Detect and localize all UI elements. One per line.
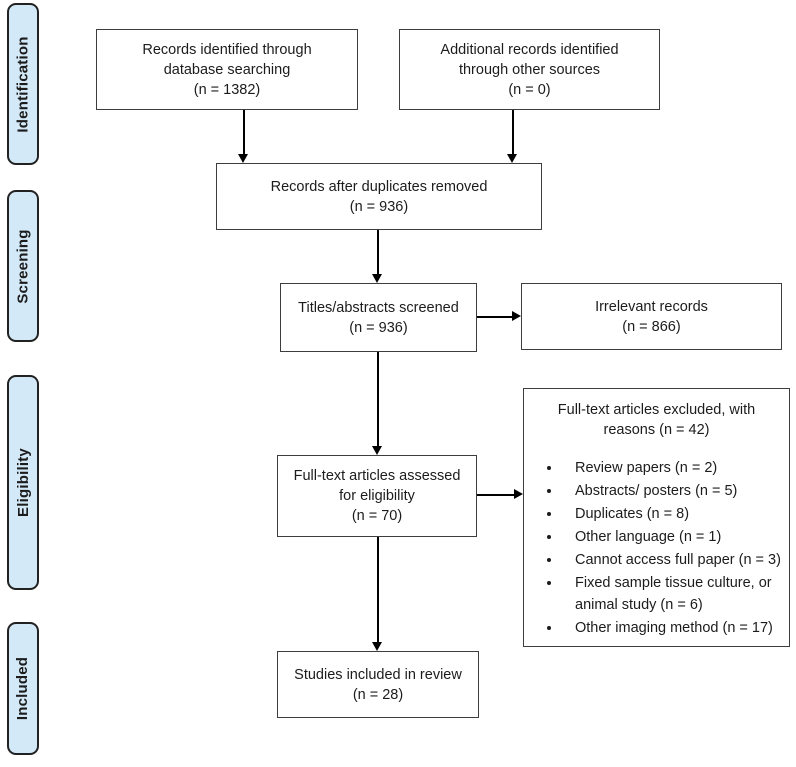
box-titles-screened-text: Titles/abstracts screened (n = 936) <box>298 299 459 336</box>
arrow-line <box>243 110 245 154</box>
arrow-line <box>512 110 514 154</box>
box-additional-records-text: Additional records identified through ot… <box>440 41 619 98</box>
stage-label-included-text: Included <box>14 656 32 721</box>
arrow-head-down-icon <box>507 154 517 163</box>
box-duplicates-removed: Records after duplicates removed (n = 93… <box>216 163 542 230</box>
box-fulltext-assessed: Full-text articles assessed for eligibil… <box>277 455 477 537</box>
arrow-line <box>477 494 514 496</box>
exclusion-reason-item: Cannot access full paper (n = 3) <box>562 549 781 571</box>
exclusion-reason-item: Other imaging method (n = 17) <box>562 617 781 639</box>
arrow-head-right-icon <box>514 489 523 499</box>
arrow-head-down-icon <box>372 274 382 283</box>
box-duplicates-removed-text: Records after duplicates removed (n = 93… <box>270 178 488 215</box>
arrow-head-down-icon <box>372 446 382 455</box>
box-studies-included: Studies included in review (n = 28) <box>277 651 479 718</box>
arrow-line <box>477 316 512 318</box>
stage-label-eligibility: Eligibility <box>7 375 39 590</box>
arrow-head-down-icon <box>372 642 382 651</box>
arrow-head-down-icon <box>238 154 248 163</box>
box-titles-screened: Titles/abstracts screened (n = 936) <box>280 283 477 352</box>
exclusion-reason-item: Abstracts/ posters (n = 5) <box>562 480 781 502</box>
box-irrelevant-records-text: Irrelevant records (n = 866) <box>595 298 708 335</box>
stage-label-identification: Identification <box>7 3 39 165</box>
box-studies-included-text: Studies included in review (n = 28) <box>294 666 462 703</box>
stage-label-screening: Screening <box>7 190 39 342</box>
arrow-line <box>377 537 379 642</box>
exclusion-reason-item: Fixed sample tissue culture, or animal s… <box>562 572 781 616</box>
arrow-head-right-icon <box>512 311 521 321</box>
box-records-identified-text: Records identified through database sear… <box>142 41 312 98</box>
stage-label-eligibility-text: Eligibility <box>14 448 32 517</box>
box-fulltext-assessed-text: Full-text articles assessed for eligibil… <box>293 468 461 524</box>
exclusion-reason-item: Other language (n = 1) <box>562 526 781 548</box>
stage-label-identification-text: Identification <box>14 35 32 133</box>
arrow-line <box>377 352 379 446</box>
box-additional-records: Additional records identified through ot… <box>399 29 660 110</box>
exclusion-reason-item: Review papers (n = 2) <box>562 457 781 479</box>
box-fulltext-excluded-heading: Full-text articles excluded, with reason… <box>557 402 756 438</box>
exclusion-reason-item: Duplicates (n = 8) <box>562 503 781 525</box>
exclusion-reason-list: Review papers (n = 2) Abstracts/ posters… <box>532 457 781 640</box>
box-records-identified: Records identified through database sear… <box>96 29 358 110</box>
stage-label-screening-text: Screening <box>14 228 32 304</box>
box-irrelevant-records: Irrelevant records (n = 866) <box>521 283 782 350</box>
stage-label-included: Included <box>7 622 39 755</box>
arrow-line <box>377 230 379 274</box>
box-fulltext-excluded: Full-text articles excluded, with reason… <box>523 388 790 647</box>
